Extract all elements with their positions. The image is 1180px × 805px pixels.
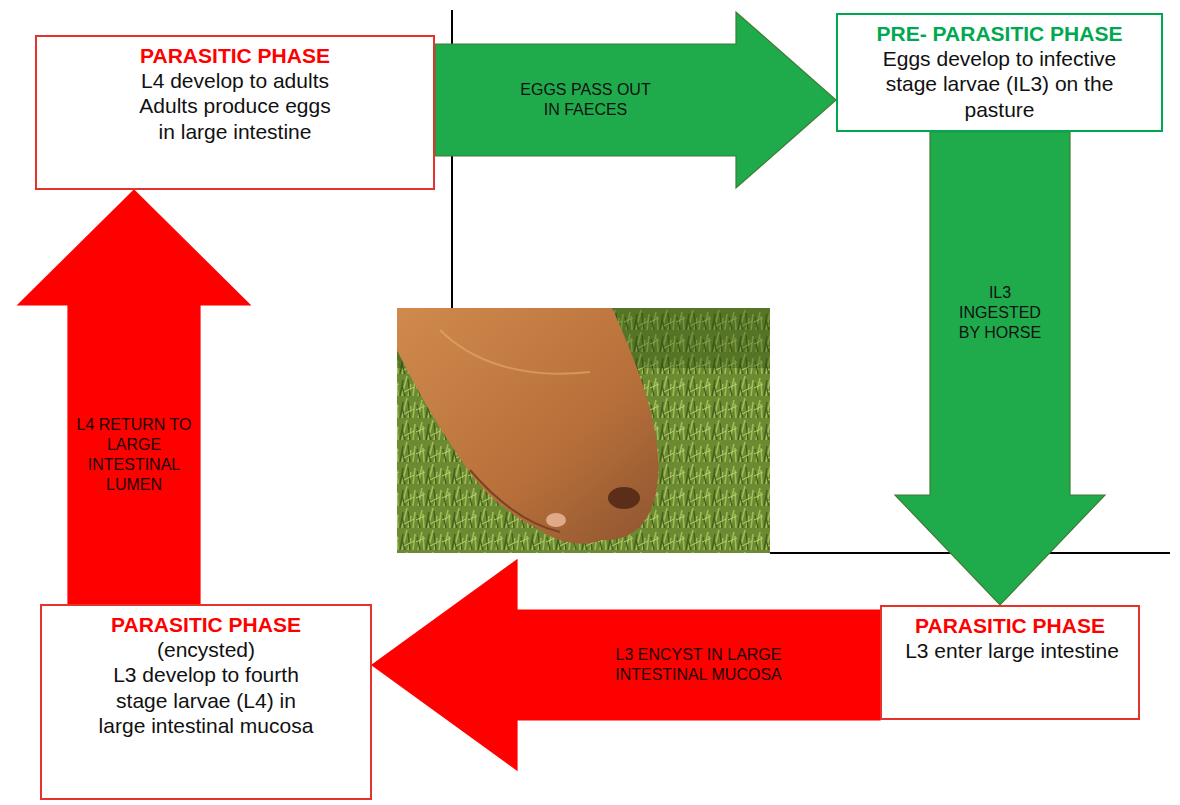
phase-heading: PARASITIC PHASE: [52, 612, 360, 637]
block-arrow: [895, 132, 1105, 605]
horse-nostril: [608, 487, 640, 509]
phase-description: L3 enter large intestine: [892, 638, 1132, 663]
arrow-label: IL3 INGESTED BY HORSE: [950, 283, 1050, 343]
phase-heading: PRE- PARASITIC PHASE: [848, 21, 1151, 46]
phase-description: Eggs develop to infective stage larvae (…: [877, 46, 1122, 122]
phase-heading: PARASITIC PHASE: [47, 43, 423, 68]
block-arrow: [18, 190, 250, 604]
phase-description: L3 develop to fourth stage larvae (L4) i…: [99, 662, 314, 738]
grass-ground: [397, 308, 770, 553]
phase-box: PARASITIC PHASEL4 develop to adults Adul…: [35, 35, 435, 190]
coat-highlight: [440, 330, 590, 374]
horse-muzzle: [397, 308, 658, 544]
horse-lip: [546, 513, 566, 527]
phase-box: PARASITIC PHASE(encysted)L3 develop to f…: [40, 604, 372, 800]
phase-description: L4 develop to adults Adults produce eggs…: [133, 68, 338, 144]
phase-description: (encysted): [99, 637, 314, 662]
phase-box: PRE- PARASITIC PHASEEggs develop to infe…: [836, 13, 1163, 132]
phase-box: PARASITIC PHASEL3 enter large intestine: [880, 605, 1140, 720]
arrow-label-holder: L4 RETURN TO LARGE INTESTINAL LUMEN: [72, 415, 196, 495]
horse-photo: [397, 308, 770, 553]
arrow-label: EGGS PASS OUT IN FAECES: [516, 80, 656, 120]
arrow-label-holder: L3 ENCYST IN LARGE INTESTINAL MUCOSA: [611, 645, 786, 685]
arrow-label-holder: IL3 INGESTED BY HORSE: [950, 283, 1050, 343]
phase-heading: PARASITIC PHASE: [892, 613, 1128, 638]
horse-mouth: [470, 470, 560, 532]
arrow-label: L4 RETURN TO LARGE INTESTINAL LUMEN: [72, 415, 196, 495]
arrow-label: L3 ENCYST IN LARGE INTESTINAL MUCOSA: [611, 645, 786, 685]
block-arrow: [435, 12, 836, 188]
block-arrow: [372, 560, 880, 770]
arrow-label-holder: EGGS PASS OUT IN FAECES: [516, 80, 656, 120]
